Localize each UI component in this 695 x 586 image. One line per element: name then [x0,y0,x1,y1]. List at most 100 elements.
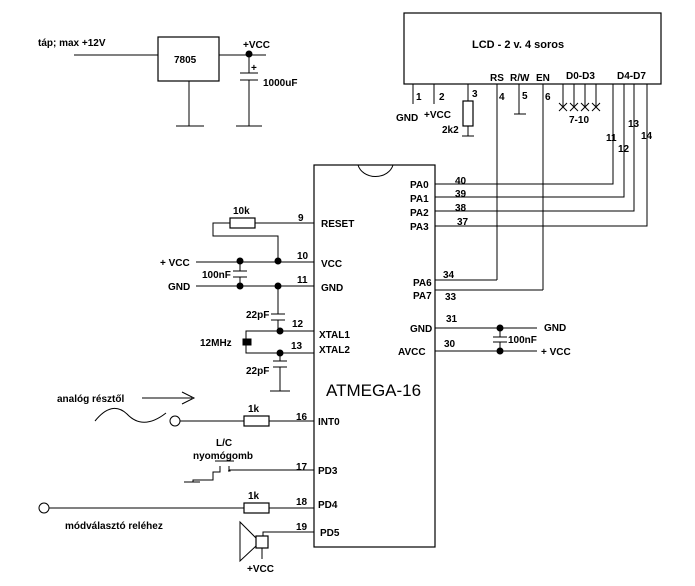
crystal-lead-bottom [245,345,262,354]
pin-16-num: 16 [296,412,308,423]
mcu-name: ATMEGA-16 [326,381,421,400]
pin-pa3-label: PA3 [410,222,429,233]
pin-17-num: 17 [296,462,308,473]
pin-int0-label: INT0 [318,417,340,428]
lcd-module: LCD - 2 v. 4 soros RS R/W EN D0-D3 D4-D7… [396,12,662,291]
pin-pd5-label: PD5 [320,528,340,539]
pd5-wire [262,531,314,537]
pin-34-num: 34 [443,270,455,281]
pin-pa7-label: PA7 [413,291,432,302]
junction [274,257,282,265]
pin-pa6-label: PA6 [413,278,432,289]
gnd-rail-label: GND [168,282,190,293]
lcd-d7-wire [435,84,648,227]
regulator-label: 7805 [174,55,197,66]
cap-1000uF-label: 1000uF [263,78,297,89]
pin-31-num: 31 [446,314,458,325]
xtal-cap-bottom-label: 22pF [246,366,269,377]
lcd-d4d7-label: D4-D7 [617,71,646,82]
button-label-line1: L/C [216,438,232,449]
vcc-gnd-rails: + VCC GND 100nF [160,257,314,293]
pin-11-num: 11 [297,275,308,286]
lcd-en-label: EN [536,73,550,84]
reset-pullup-wire [212,222,279,260]
mcu-body [313,164,436,548]
contrast-resistor-label: 2k2 [442,125,459,136]
pd4-resistor-label: 1k [248,491,260,502]
speaker-vcc-label: +VCC [247,564,274,575]
lcd-pin11-num: 11 [606,133,617,144]
vcc-label: +VCC [243,40,270,51]
lcd-pin7-10-num: 7-10 [569,115,589,126]
relay-output-terminal [38,502,50,514]
pin-pa0-label: PA0 [410,180,429,191]
buzzer: +VCC [239,520,314,575]
pin-40-num: 40 [455,176,467,187]
relay-output-label: módválasztó reléhez [65,521,163,532]
lcd-pin4-num: 4 [499,92,505,103]
pin-37-num: 37 [457,217,469,228]
crystal-circuit: 22pF 12MHz 22pF [200,286,314,392]
lcd-pin2-num: 2 [439,92,445,103]
avcc-cap-label: 100nF [508,335,537,346]
analog-input-label: analóg résztől [57,394,124,405]
pin-vcc-label: VCC [321,259,342,270]
crystal-icon [242,338,252,346]
cap-polarity: + [251,63,257,74]
pin-reset-label: RESET [321,219,354,230]
speaker-icon [239,520,257,563]
xtal-cap-top-label: 22pF [246,310,269,321]
decoupling-cap-label: 100nF [202,270,231,281]
pushbutton-gnd-lead [192,466,221,482]
pin-pd4-label: PD4 [318,500,338,511]
arrow-right-icon [181,391,196,405]
junction [236,257,244,265]
sine-wave-icon [94,407,167,423]
lcd-d6-wire [435,84,635,212]
relay-output: 1k módválasztó reléhez [38,491,314,532]
pin-19-num: 19 [296,522,308,533]
analog-input: analóg résztől 1k [57,391,314,427]
pd4-resistor [243,502,270,514]
lcd-pin6-num: 6 [545,92,551,103]
avcc-gnd-label: GND [544,323,566,334]
pin-18-num: 18 [296,497,308,508]
pin-13-num: 13 [291,341,303,352]
lcd-pin1-num: 1 [416,92,422,103]
pin-gnd-label: GND [321,283,343,294]
crystal-lead-top [245,330,262,339]
power-supply: táp; max +12V 7805 +VCC + 1000uF [38,36,297,127]
avcc-circuit: 100nF GND + VCC [435,323,571,358]
pin-38-num: 38 [455,203,467,214]
atmega16: ATMEGA-16 RESET 9 VCC 10 GND 11 XTAL1 12… [291,164,469,548]
speaker-body [255,535,269,549]
lcd-d0d3-label: D0-D3 [566,71,595,82]
lcd-box [403,12,662,85]
button-label-line2: nyomógomb [193,451,253,462]
mcu-notch [357,164,394,177]
reset-resistor-label: 10k [233,206,250,217]
lcd-pin5-num: 5 [522,91,528,102]
lcd-d5-wire [435,84,625,198]
pin-pa2-label: PA2 [410,208,429,219]
pin-10-num: 10 [297,251,309,262]
lc-pushbutton: L/C nyomógomb [184,438,314,483]
lcd-title: LCD - 2 v. 4 soros [472,39,564,51]
pin-pa1-label: PA1 [410,194,429,205]
pin-xtal1-label: XTAL1 [319,330,350,341]
lcd-gnd-label: GND [396,113,418,124]
pin-33-num: 33 [445,292,457,303]
reset-circuit: 10k [212,206,314,260]
power-input-label: táp; max +12V [38,38,106,49]
pin-9-num: 9 [298,213,304,224]
analog-input-terminal [169,415,181,427]
lcd-d4-wire [435,84,614,185]
pin-pd3-label: PD3 [318,466,338,477]
lcd-pin3-num: 3 [472,89,478,100]
crystal-label: 12MHz [200,338,232,349]
lcd-d0-d3-unconnected [558,84,601,112]
pin-30-num: 30 [444,339,456,350]
pin-39-num: 39 [455,189,467,200]
lcd-rs-label: RS [490,73,504,84]
